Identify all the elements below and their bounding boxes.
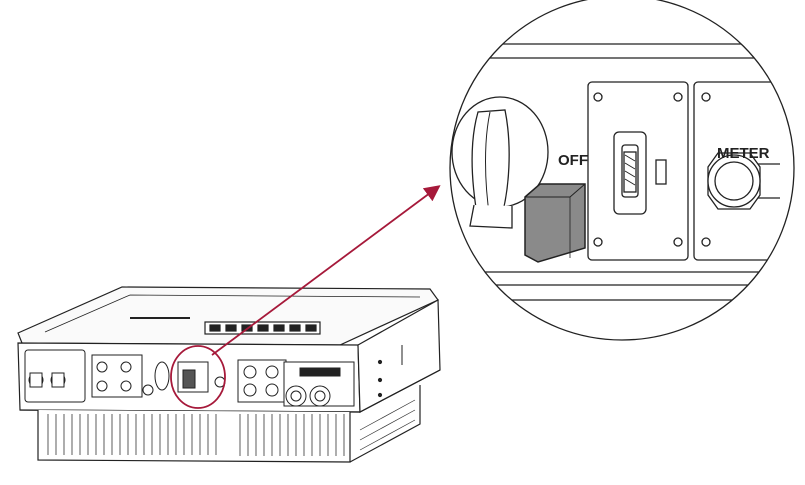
display-strip [204, 321, 321, 335]
meter-cable-gland [707, 152, 780, 210]
inverter-front-panel [24, 349, 355, 407]
dongle-small [182, 369, 196, 389]
heatsink-fins [47, 399, 416, 456]
zoom-detail [449, 0, 795, 341]
dc-switch-knob [451, 96, 549, 229]
meter-label: METER [717, 145, 770, 162]
off-label: OFF [558, 152, 588, 169]
wifi-dongle [524, 183, 586, 263]
callout-arrow [211, 185, 441, 356]
comm-port-block [237, 359, 287, 403]
highlight-circle [170, 345, 226, 409]
dc-switch-small [154, 361, 170, 391]
